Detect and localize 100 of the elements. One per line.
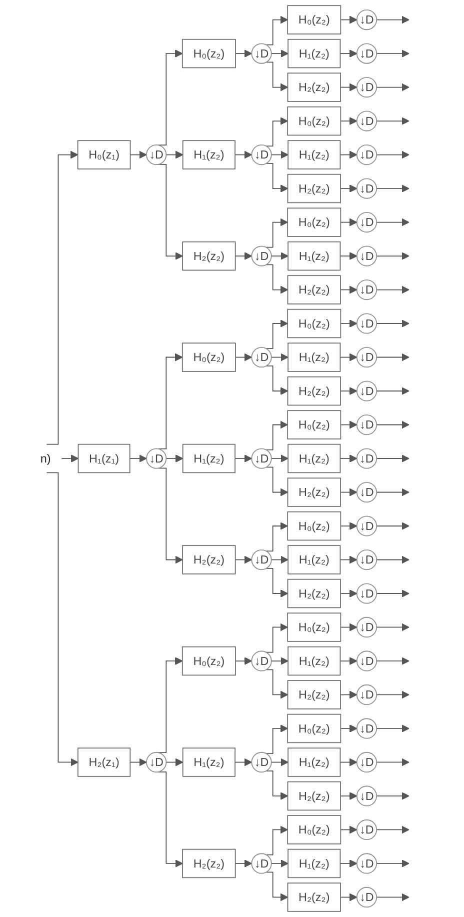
node-box: H₀(z₂) [287,208,342,237]
arrow [46,150,78,445]
node-box: H₀(z₂) [287,511,342,541]
arrow [271,860,289,868]
node-circle: ↓D [356,212,378,233]
arrow [266,16,288,46]
arrow [340,792,358,800]
arrow [234,758,252,766]
node-circle: ↓D [252,853,272,874]
arrow [266,420,288,450]
node-circle: ↓D [356,144,378,166]
node-circle: ↓D [252,346,272,368]
arrow [376,50,410,58]
arrow [235,353,252,362]
node-box: H₁(z₂) [288,444,341,474]
node-box: H₀(z₂) [287,612,342,642]
arrow [166,150,184,159]
arrow [271,252,289,260]
arrow [235,556,252,564]
arrow [130,758,148,766]
node-box: H₂(z₂) [182,848,236,878]
arrow [376,488,410,496]
node-circle: ↓D [356,346,378,368]
node-box: H₂(z₂) [288,72,342,102]
arrow [266,872,288,902]
arrow [376,454,410,462]
arrow [340,286,358,294]
node-circle: ↓D [146,448,167,469]
arrow [376,420,410,429]
arrow [376,590,410,598]
arrow [340,83,358,92]
arrow [340,150,358,159]
arrow [266,218,288,248]
arrow [266,724,288,754]
arrow [340,252,358,260]
arrow [340,454,358,462]
node-circle: ↓D [252,246,272,266]
node-circle: ↓D [252,144,272,166]
arrow [266,62,288,92]
arrow [266,770,288,800]
arrow [376,657,410,665]
arrow [376,623,410,632]
arrow [166,758,184,766]
node-circle: ↓D [252,43,272,64]
node-box: H₁(z₂) [288,38,341,68]
node-box: H₁(z₂) [288,241,341,271]
node-box: H₁(z₂) [288,545,341,574]
node-box: H₀(z₂) [287,410,342,440]
arrow [340,420,358,429]
node-box: H₁(z₁) [78,444,131,474]
node-circle: ↓D [356,819,378,840]
node-circle: ↓D [356,516,378,536]
arrow [266,826,288,856]
arrow [376,320,410,328]
arrow [340,117,358,125]
arrow [234,454,252,462]
node-circle: ↓D [252,448,272,469]
node-box: H₂(z₂) [182,241,236,271]
arrow [376,218,410,226]
arrow [266,623,288,653]
arrow [376,184,410,192]
arrow [158,50,184,146]
node-circle: ↓D [356,414,378,436]
node-box: H₂(z₂) [288,781,342,811]
arrow [235,50,252,58]
node-circle: ↓D [252,752,272,773]
arrow [266,522,288,552]
arrow [340,387,358,395]
arrow [266,366,288,395]
node-box: H₂(z₂) [182,545,236,574]
arrow [158,164,184,260]
node-text: n) [40,452,52,466]
arrow [271,50,289,58]
arrow [340,320,358,328]
node-box: H₁(z₂) [288,342,341,372]
arrow [376,83,410,92]
arrow [376,353,410,362]
arrow [376,792,410,800]
arrow [235,860,252,868]
node-circle: ↓D [356,246,378,266]
arrow [266,117,288,147]
arrow [271,556,289,564]
arrow [340,623,358,632]
node-box: H₁(z₂) [288,646,341,676]
node-circle: ↓D [356,549,378,570]
node-circle: ↓D [356,684,378,706]
node-box: H₂(z₂) [288,578,342,608]
node-box: H₁(z₂) [288,848,341,878]
arrow [340,50,358,58]
node-circle: ↓D [252,549,272,570]
arrow [266,669,288,699]
arrow [340,353,358,362]
arrow [340,488,358,496]
node-circle: ↓D [146,144,167,166]
arrow [340,758,358,766]
node-box: H₀(z₂) [287,714,342,744]
arrow [340,657,358,665]
node-circle: ↓D [356,886,378,908]
node-box: H₁(z₂) [182,444,236,474]
arrow [235,657,252,665]
